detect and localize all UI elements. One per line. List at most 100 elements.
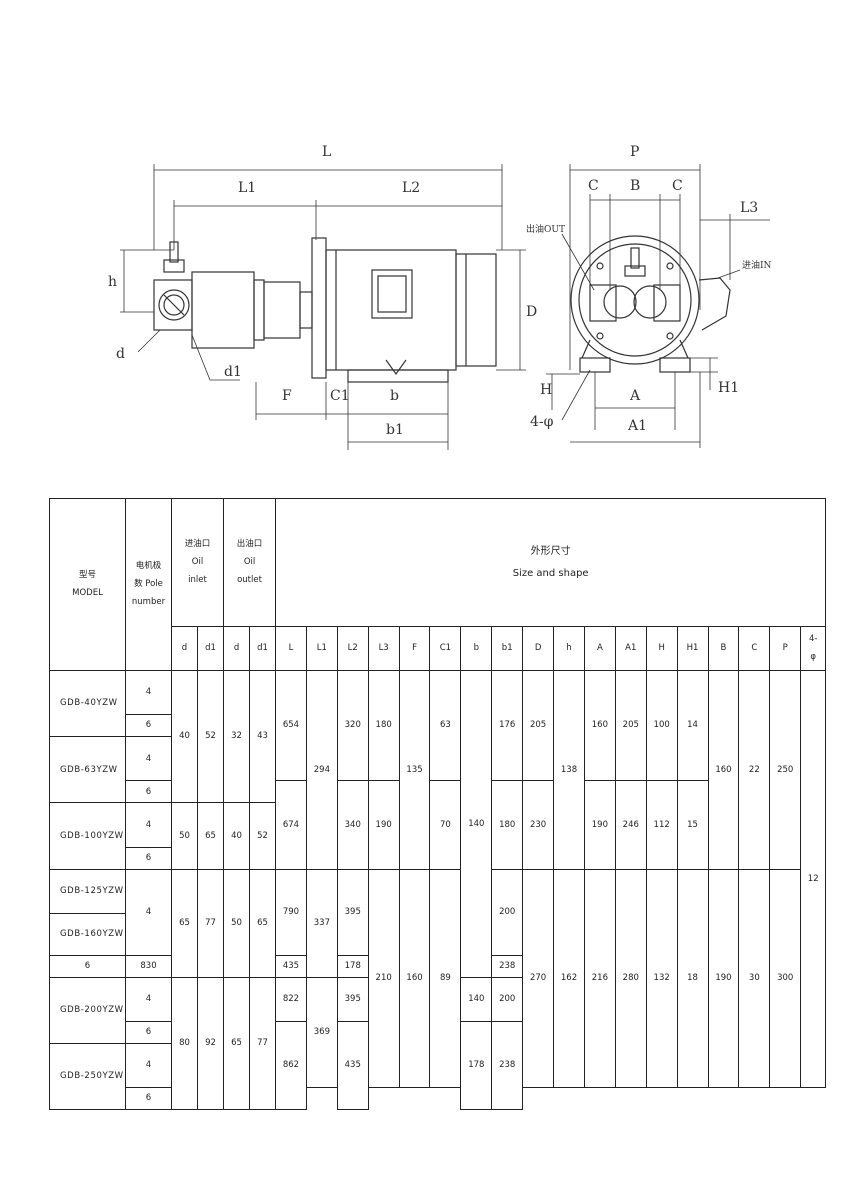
cell: 135 [398, 670, 431, 870]
dim-H: H [540, 382, 552, 398]
cell: 140 [460, 670, 493, 978]
cell: 246 [614, 780, 647, 870]
end-view: P C B C L3 出油OUT 进油IN [526, 144, 772, 448]
col-header: C [738, 626, 771, 672]
dim-b1: b1 [386, 422, 404, 438]
pole-cell: 6 [49, 954, 126, 978]
dim-d1: d1 [224, 364, 242, 380]
table-row: GDB-250YZW 4 [49, 1042, 826, 1111]
table-row: GDB-200YZW 4 80 92 65 77 822 369 395 140… [49, 976, 826, 1111]
pole-cell: 4 [125, 736, 172, 782]
label-oil-out: 出油OUT [526, 223, 565, 235]
col-header: d [223, 626, 251, 672]
col-header: d1 [249, 626, 277, 672]
cell: 52 [249, 802, 277, 870]
pole-cell: 4 [125, 1042, 172, 1088]
cell: 30 [738, 868, 771, 1088]
pole-cell: 6 [125, 780, 172, 804]
side-view: L L1 L2 h [108, 144, 537, 450]
cell: 320 [336, 670, 369, 782]
dim-P: P [630, 144, 639, 160]
cell: 32 [223, 670, 251, 804]
model-cell: GDB-100YZW [49, 802, 126, 870]
cell: 112 [645, 780, 678, 870]
col-header: L1 [305, 626, 338, 672]
model-cell: GDB-63YZW [49, 736, 126, 804]
cell: 270 [522, 868, 555, 1088]
dim-L: L [322, 144, 331, 160]
col-header: C1 [429, 626, 462, 672]
cell: 140 [460, 976, 493, 1022]
dim-L1: L1 [238, 180, 256, 196]
dim-b: b [390, 388, 399, 404]
dim-F: F [282, 388, 292, 404]
cell: 40 [223, 802, 251, 870]
table-row: 6 674 340 190 70 180 230 190 246 112 15 [50, 780, 826, 870]
dim-C-right: C [672, 178, 683, 194]
dim-C-left: C [588, 178, 599, 194]
cell: 340 [336, 780, 369, 870]
model-cell: GDB-125YZW [49, 868, 126, 914]
cell: 190 [707, 868, 740, 1088]
table-row: 6 862 435 178 238 [50, 1020, 826, 1111]
cell: 250 [769, 670, 802, 870]
cell: 654 [275, 670, 307, 782]
cell: 294 [305, 670, 338, 870]
col-header: L [275, 626, 307, 672]
cell: 65 [249, 868, 277, 978]
cell: 65 [171, 868, 198, 978]
cell: 65 [196, 802, 225, 870]
table-row: GDB-160YZW [49, 912, 826, 956]
cell: 822 [275, 976, 307, 1022]
cell: 395 [336, 868, 369, 956]
cell: 77 [249, 976, 277, 1111]
table-row: 6 830 435 178 238 [49, 954, 826, 978]
cell: 830 [125, 954, 172, 978]
dim-B: B [630, 178, 640, 194]
pole-cell: 4 [125, 868, 172, 956]
cell: 160 [583, 670, 616, 782]
cell: 176 [491, 670, 524, 782]
dim-A1: A1 [627, 418, 647, 434]
dim-hole: 4-φ [530, 414, 554, 430]
pole-cell: 6 [125, 1020, 172, 1044]
cell: 190 [367, 780, 400, 870]
cell: 216 [583, 868, 616, 1088]
cell: 790 [275, 868, 307, 956]
cell: 80 [171, 976, 198, 1111]
table-row: GDB-125YZW 4 65 77 50 65 790 337 395 210… [49, 868, 826, 1088]
cell: 280 [614, 868, 647, 1088]
cell: 14 [676, 670, 709, 782]
col-header: h [553, 626, 585, 672]
col-header: d1 [196, 626, 225, 672]
cell: 200 [491, 976, 524, 1022]
cell: 162 [553, 868, 585, 1088]
model-cell: GDB-40YZW [49, 670, 126, 738]
col-header: A1 [614, 626, 647, 672]
col-header: b [460, 626, 493, 672]
cell: 100 [645, 670, 678, 782]
table-row: GDB-100YZW 4 50 65 40 52 [49, 802, 826, 870]
cell: 395 [336, 976, 369, 1022]
cell: 205 [522, 670, 555, 782]
cell: 77 [196, 868, 225, 978]
dim-H1: H1 [718, 380, 739, 396]
cell: 22 [738, 670, 771, 870]
cell: 92 [196, 976, 225, 1111]
col-header-phi: 4-φ [800, 626, 827, 672]
col-header: H1 [676, 626, 709, 672]
cell: 43 [249, 670, 277, 804]
pole-cell: 4 [125, 802, 172, 848]
dim-A: A [629, 388, 641, 404]
col-header: d [171, 626, 198, 672]
cell: 63 [429, 670, 462, 782]
pole-cell: 6 [125, 714, 172, 738]
pole-cell: 4 [125, 670, 172, 716]
cell: 674 [275, 780, 307, 870]
